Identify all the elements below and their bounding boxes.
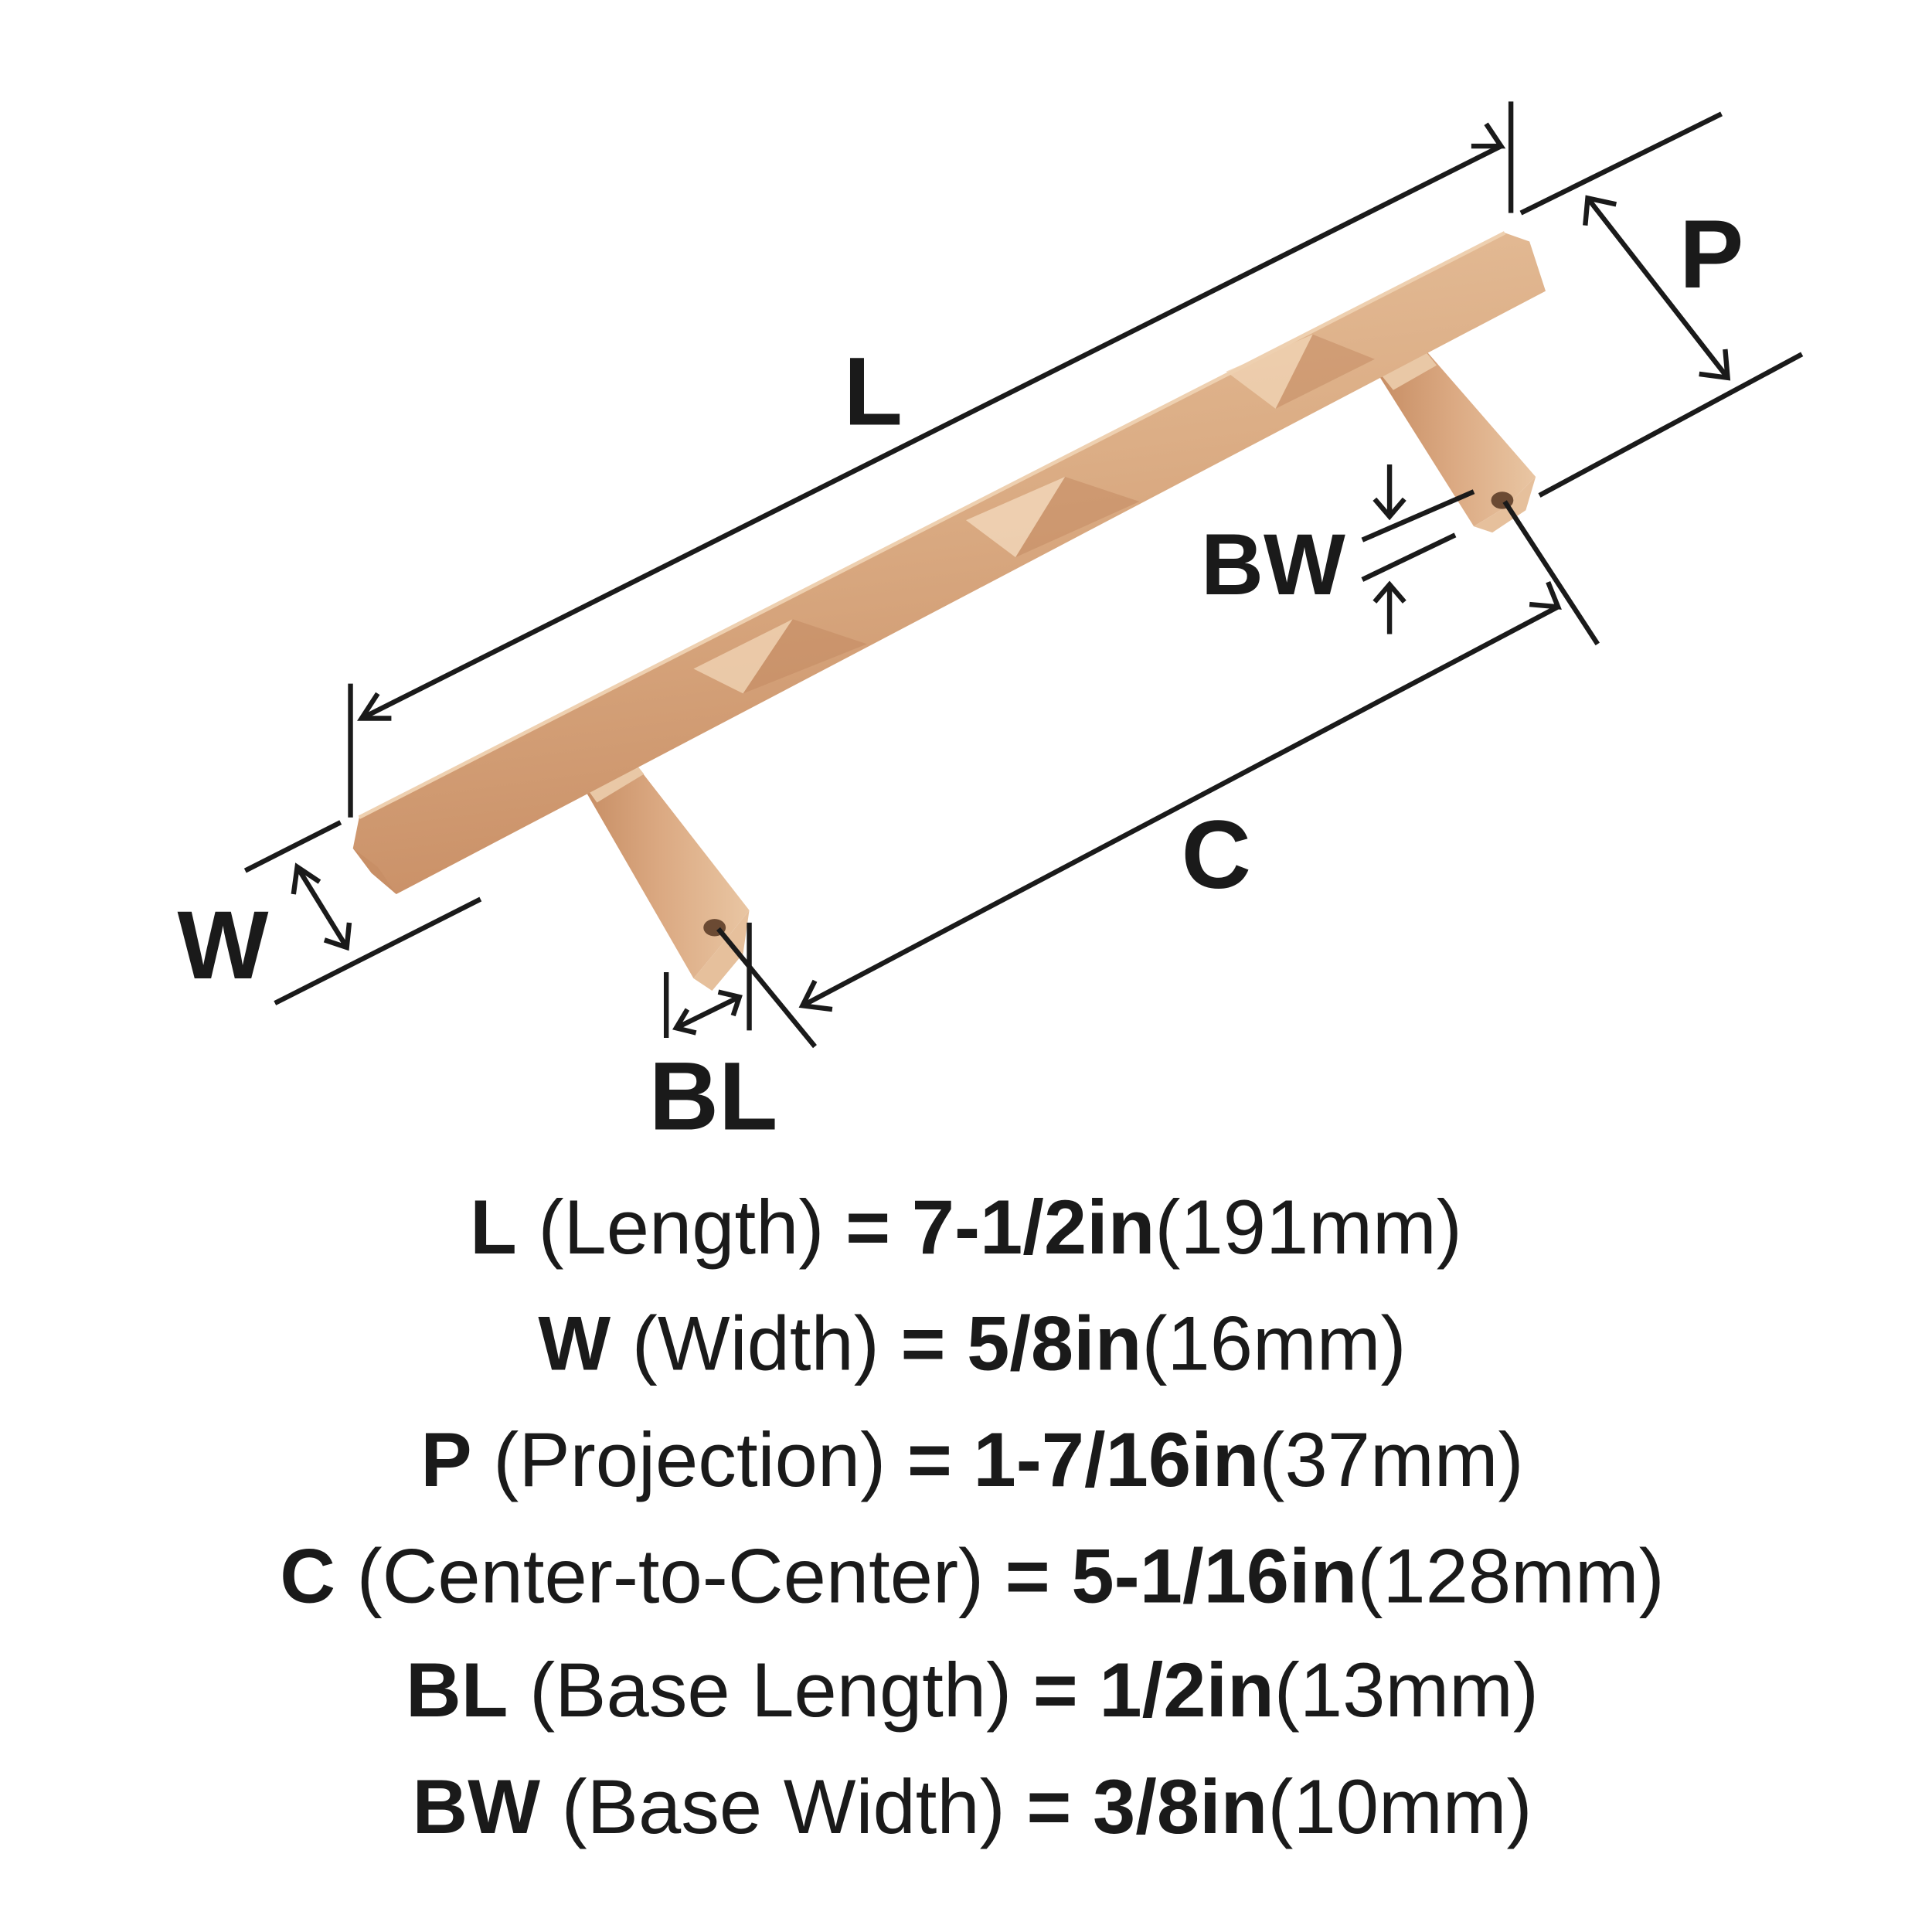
spec-list: L (Length) = 7-1/2in(191mm) W (Width) = …	[280, 1185, 1665, 1850]
spec-line-center-to-center: C (Center-to-Center) = 5-1/16in(128mm)	[280, 1534, 1665, 1620]
dimension-BW: BW	[1201, 464, 1475, 634]
handle-illustration	[352, 231, 1546, 992]
label-BL: BL	[649, 1043, 778, 1151]
label-C: C	[1182, 801, 1251, 909]
dimension-W: W	[177, 820, 482, 1005]
label-BW: BW	[1201, 515, 1345, 613]
dimension-P: P	[1519, 111, 1804, 498]
spec-line-base-width: BW (Base Width) = 3/8in(10mm)	[412, 1764, 1532, 1850]
spec-line-projection: P (Projection) = 1-7/16in(37mm)	[420, 1417, 1523, 1503]
label-L: L	[844, 338, 903, 446]
label-W: W	[177, 892, 268, 999]
label-P: P	[1679, 201, 1743, 308]
dimension-L: L	[348, 101, 1514, 818]
handle-bar	[352, 231, 1546, 895]
dimension-BL: BL	[649, 922, 778, 1151]
spec-line-length: L (Length) = 7-1/2in(191mm)	[470, 1185, 1462, 1270]
spec-line-width: W (Width) = 5/8in(16mm)	[538, 1301, 1406, 1386]
spec-line-base-length: BL (Base Length) = 1/2in(13mm)	[406, 1648, 1539, 1733]
dimension-C: C	[716, 500, 1600, 1049]
